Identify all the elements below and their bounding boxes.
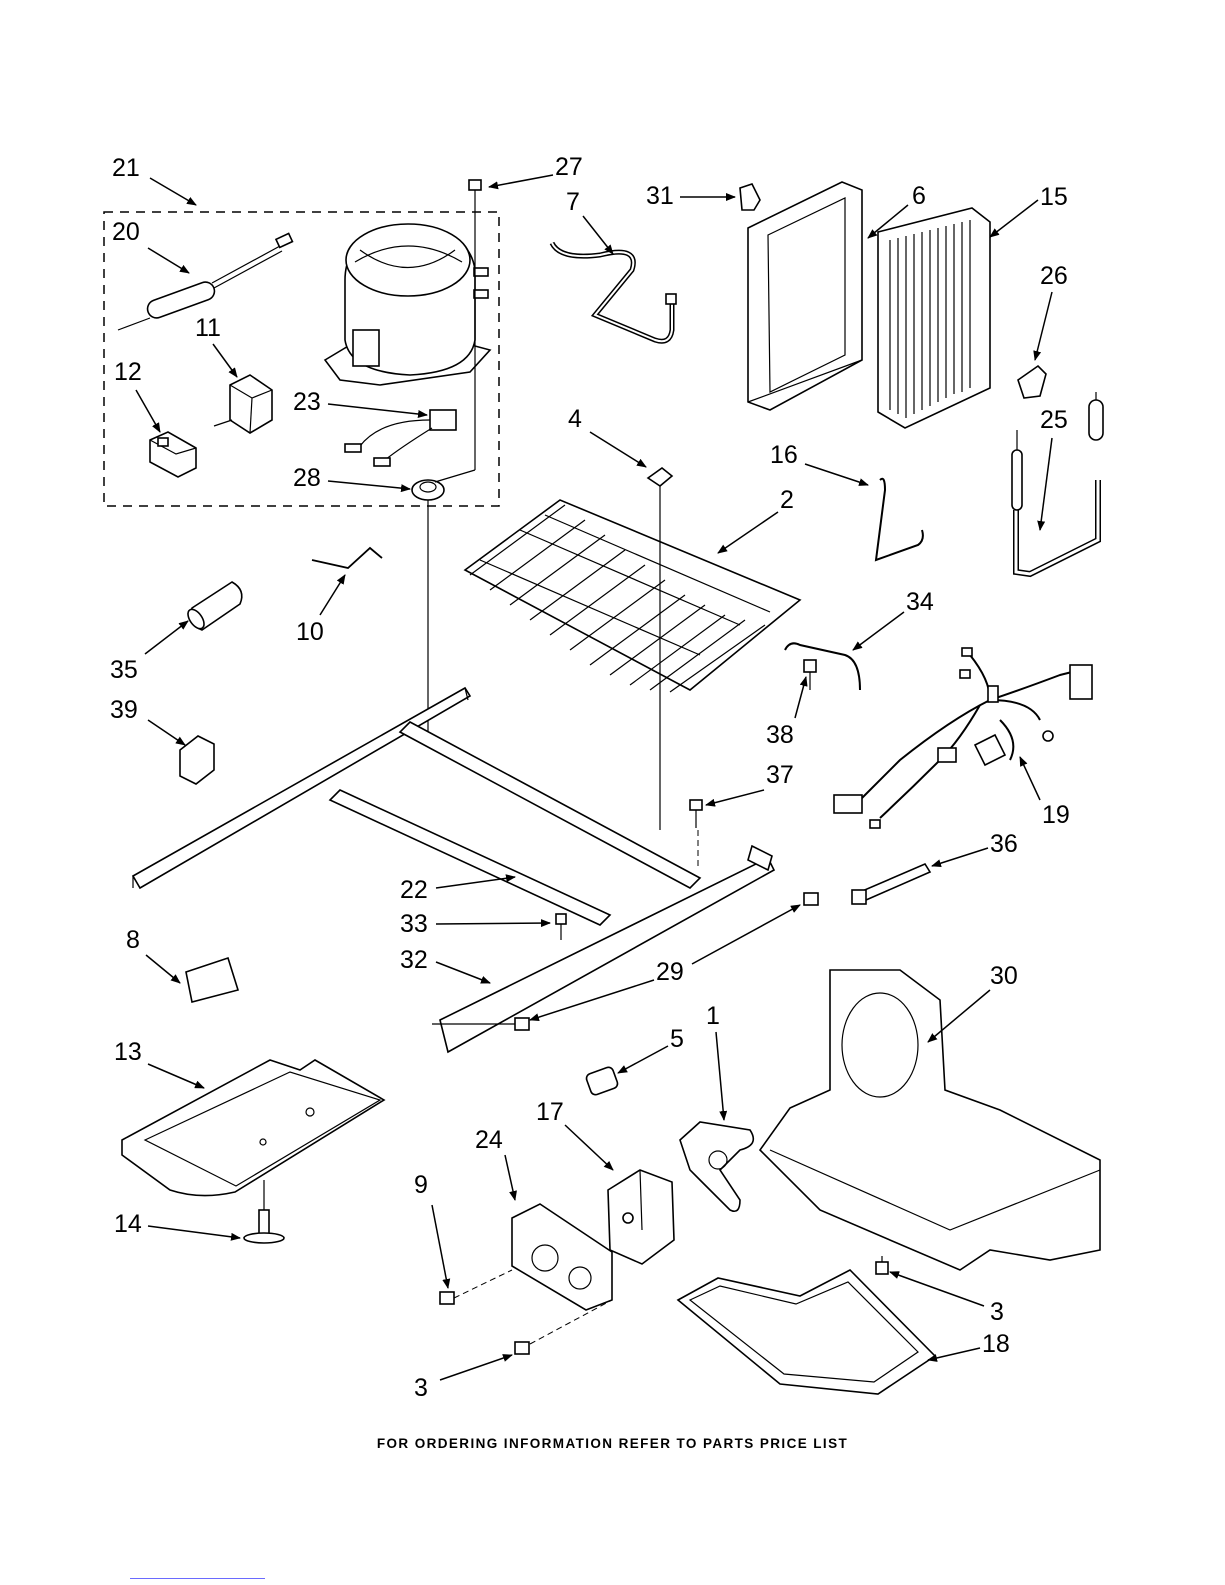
callout-3-upper: 3 [990,1298,1004,1326]
bottom-link-underline[interactable] [130,1578,265,1579]
part-cable-tie [852,864,930,904]
callout-28: 28 [293,464,321,492]
part-clip-39 [180,736,214,784]
callout-23: 23 [293,388,321,416]
callout-21: 21 [112,154,140,182]
part-clip-31 [740,184,760,210]
callout-17: 17 [536,1098,564,1126]
callout-19: 19 [1042,801,1070,829]
callout-26: 26 [1040,262,1068,290]
part-bracket [440,846,774,1052]
callout-25: 25 [1040,406,1068,434]
part-compressor [325,224,490,385]
callout-18: 18 [982,1330,1010,1358]
callout-39: 39 [110,696,138,724]
part-condenser [878,208,990,428]
part-screw-33 [556,914,566,940]
callout-33: 33 [400,910,428,938]
part-drain-pan [678,1270,935,1394]
part-relay-cover [150,432,196,477]
part-fan-motor [608,1170,674,1264]
callout-38: 38 [766,721,794,749]
callout-15: 15 [1040,183,1068,211]
part-screw-3-lower [515,1300,612,1354]
callout-31: 31 [646,182,674,210]
callout-14: 14 [114,1210,142,1238]
part-wire-34 [785,643,860,690]
callout-1: 1 [706,1002,720,1030]
part-screw-9 [440,1270,512,1304]
part-wire-10 [312,548,382,568]
callout-4: 4 [568,405,582,433]
callout-5: 5 [670,1025,684,1053]
ordering-info-footer: FOR ORDERING INFORMATION REFER TO PARTS … [0,1436,1225,1451]
part-tube [552,243,672,341]
callout-11: 11 [195,314,221,342]
part-screw-37 [690,800,702,870]
part-motor-bracket [512,1204,612,1310]
callout-20: 20 [112,218,140,246]
callout-22: 22 [400,876,428,904]
callout-6: 6 [912,182,926,210]
part-evaporator [465,500,800,692]
callout-27: 27 [555,153,583,181]
callout-35: 35 [110,656,138,684]
part-tube-35 [185,582,242,631]
part-fan-bushing [585,1066,619,1096]
callout-12: 12 [114,358,142,386]
part-clip-4 [648,468,672,486]
callout-13: 13 [114,1038,142,1066]
part-overload [345,410,456,466]
callout-8: 8 [126,926,140,954]
part-screw-38 [804,660,816,690]
callout-2: 2 [780,486,794,514]
part-plate [122,1060,384,1196]
part-fan-blade [680,1122,753,1211]
callout-16: 16 [770,441,798,469]
callout-10: 10 [296,618,324,646]
callout-29: 29 [656,958,684,986]
callout-37: 37 [766,761,794,789]
part-screw-3-upper [876,1256,888,1274]
callout-32: 32 [400,946,428,974]
callout-24: 24 [475,1126,503,1154]
part-condenser-shroud [748,182,862,410]
callout-36: 36 [990,830,1018,858]
callout-3-lower: 3 [414,1374,428,1402]
part-fan-housing [760,970,1100,1270]
part-foot [244,1180,284,1243]
part-grommet [412,480,444,500]
part-clip-26 [1018,366,1046,398]
callout-7: 7 [566,188,580,216]
part-relay [214,375,272,433]
part-pad [186,958,238,1002]
callout-30: 30 [990,962,1018,990]
callout-34: 34 [906,588,934,616]
callout-9: 9 [414,1171,428,1199]
part-wire-16 [876,479,923,560]
